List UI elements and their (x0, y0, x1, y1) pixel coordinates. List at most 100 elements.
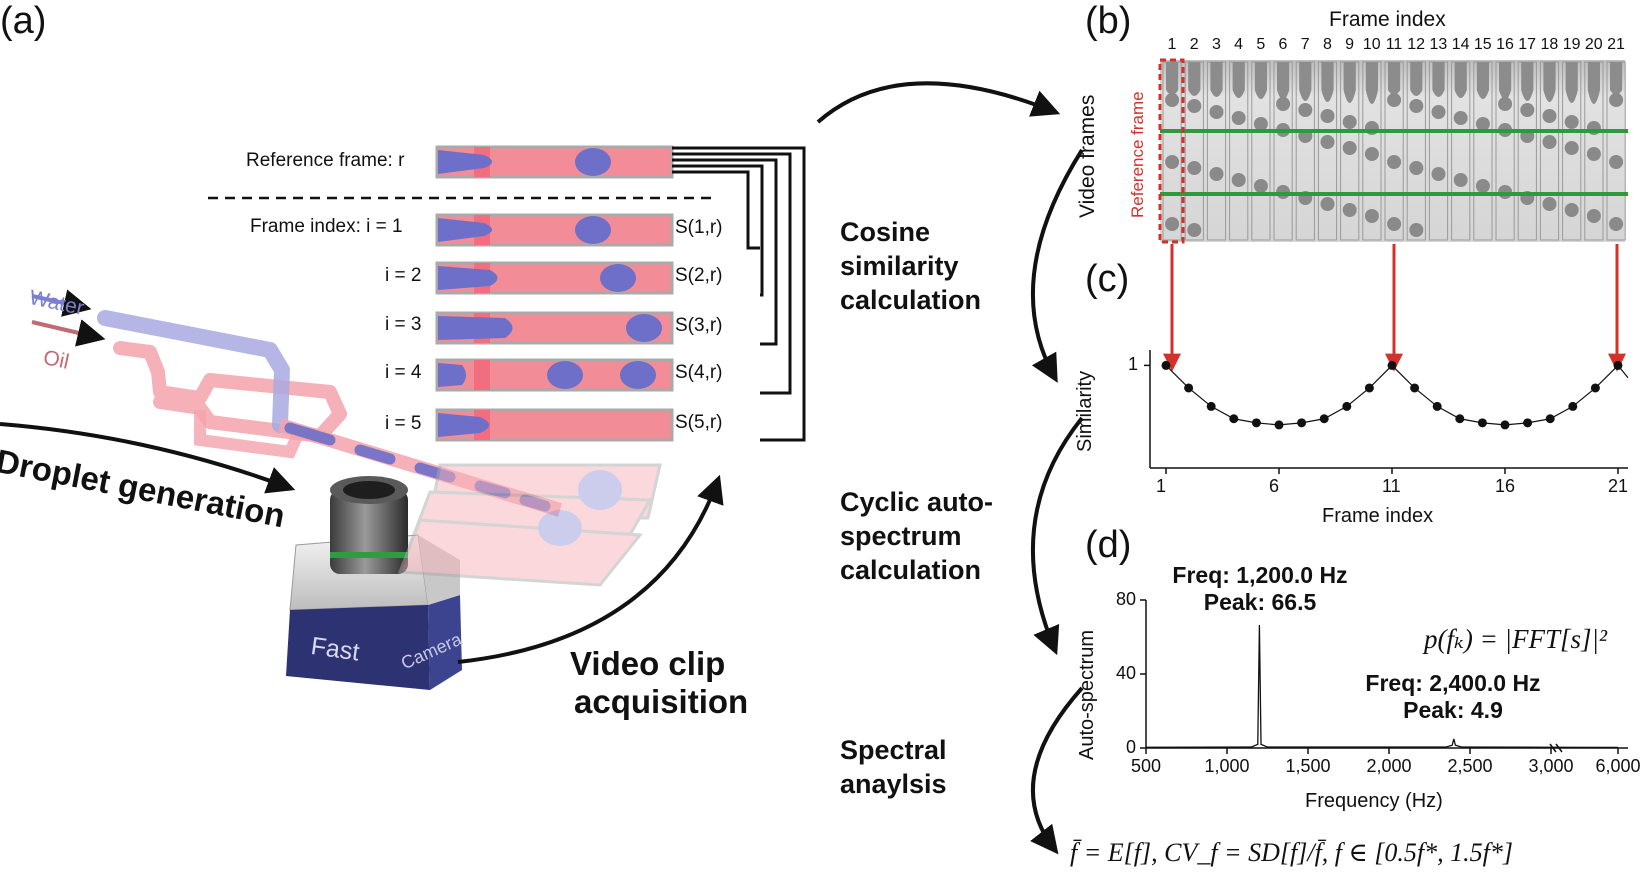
sim-x-tick-label: 6 (1269, 476, 1280, 496)
sim-point (1432, 401, 1442, 411)
similarity-label-4: S(4,r) (675, 362, 723, 383)
video-frame-column (1473, 61, 1493, 241)
similarity-label-3: S(3,r) (675, 315, 723, 336)
video-frame-column (1606, 61, 1626, 241)
panel-label-a: (a) (0, 0, 47, 42)
frame-number: 13 (1429, 36, 1448, 53)
video-frame-column (1384, 61, 1404, 241)
sim-point (1206, 401, 1216, 411)
video-frame-column (1451, 61, 1471, 241)
frame-number: 9 (1345, 36, 1355, 53)
frame-index-4-label: i = 4 (385, 362, 422, 383)
frame-strip-5 (435, 408, 674, 442)
similarity-label-5: S(5,r) (675, 412, 723, 433)
spec-x-tick-label: 2,500 (1447, 756, 1493, 776)
video-frame-column (1562, 61, 1582, 241)
sim-series-line (1165, 364, 1629, 426)
video-frame-column (1428, 61, 1449, 241)
cyclic-step-label: Cyclic auto- spectrum calculation (840, 485, 993, 587)
video-frame-column (1273, 61, 1293, 241)
spectral-line-2: anaylsis (840, 769, 947, 799)
sim-point (1613, 360, 1623, 370)
panel-label-d: (d) (1085, 524, 1132, 566)
video-frame-column (1162, 61, 1182, 241)
cosine-line-1: Cosine (840, 217, 931, 247)
spec-y-tick-label: 0 (1125, 737, 1136, 757)
frame-number: 19 (1562, 36, 1581, 53)
video-frame-column (1206, 61, 1227, 241)
reference-frame-box (1158, 58, 1185, 244)
sim-point (1523, 418, 1533, 428)
frame-strip-4 (435, 358, 674, 392)
axis-break-mark (1549, 743, 1563, 753)
frame-index-1-label: Frame index: i = 1 (250, 216, 403, 237)
video-frame-column (1251, 61, 1271, 241)
autospectrum-formula: p(fₖ) = |FFT[s]|² (1424, 624, 1608, 654)
frame-number: 10 (1362, 36, 1381, 53)
frame-strip-1 (435, 213, 674, 247)
spec-x-tick-label: 6,000 (1595, 756, 1641, 776)
oil-label: Oil (41, 346, 72, 374)
video-frame-column (1340, 61, 1360, 241)
sim-x-tick-label: 11 (1382, 476, 1401, 496)
frame-number: 3 (1211, 36, 1221, 53)
sim-xlabel: Frame index (1322, 505, 1434, 527)
video-frame-column (1584, 61, 1604, 241)
autospectrum-chart (1140, 599, 1628, 754)
sim-point (1545, 414, 1555, 424)
peak2-value: Peak: 4.9 (1403, 697, 1503, 723)
peak1-annotation: Freq: 1,200.0 Hz Peak: 66.5 (1160, 562, 1360, 616)
frame-strips (435, 145, 674, 442)
cosine-line-3: calculation (840, 285, 982, 315)
video-clip-label-2: acquisition (574, 683, 749, 720)
frame-strip-3 (435, 311, 674, 345)
sim-point (1500, 420, 1510, 430)
sim-x-tick-label: 16 (1495, 476, 1516, 496)
frame-number: 4 (1234, 36, 1244, 53)
video-frame-column (1495, 61, 1515, 241)
spec-series-line (1145, 624, 1619, 749)
video-frame-column (1184, 61, 1204, 241)
frame-number: 16 (1496, 36, 1514, 53)
sim-point (1342, 401, 1352, 411)
frame-number: 20 (1584, 36, 1603, 53)
spectral-line-1: Spectral (840, 735, 947, 765)
spec-x-tick-label: 3,000 (1528, 756, 1574, 776)
frame-number: 17 (1518, 36, 1537, 53)
spec-y-tick-label: 80 (1115, 589, 1136, 609)
reference-frame-strip (435, 145, 674, 179)
water-arrow (31, 289, 92, 317)
video-frame-column (1229, 61, 1249, 241)
sim-point (1229, 414, 1239, 424)
spec-x-tick-label: 1,500 (1285, 756, 1331, 776)
video-title: Frame index (1329, 8, 1446, 31)
sim-y-tick-label: 1 (1128, 354, 1139, 375)
video-frame-column (1317, 61, 1338, 241)
frame-number: 8 (1322, 36, 1332, 53)
video-frame-column (1295, 61, 1315, 241)
frame-number: 18 (1540, 36, 1559, 53)
peak1-freq: Freq: 1,200.0 Hz (1172, 562, 1348, 588)
similarity-chart (1144, 350, 1629, 474)
video-clip-arrow (457, 474, 724, 664)
reference-frame-label: Reference frame: r (246, 150, 405, 171)
sim-ylabel: Similarity (1074, 370, 1096, 452)
sim-point (1364, 383, 1374, 393)
frame-strip-2 (435, 261, 674, 295)
sim-point (1410, 383, 1420, 393)
cosine-step-label: Cosine similarity calculation (840, 215, 981, 317)
faded-frame-stack (397, 463, 662, 587)
similarity-connectors (672, 146, 806, 442)
peak1-value: Peak: 66.5 (1203, 589, 1317, 615)
similarity-label-2: S(2,r) (675, 265, 723, 286)
frame-index-2-label: i = 2 (385, 265, 422, 286)
sim-point (1319, 414, 1329, 424)
sim-point (1477, 418, 1487, 428)
frame-index-3-label: i = 3 (385, 314, 422, 335)
spec-x-tick-label: 2,000 (1366, 756, 1412, 776)
to-video-arrow (816, 81, 1061, 124)
peak2-annotation: Freq: 2,400.0 Hz Peak: 4.9 (1353, 670, 1553, 724)
cyclic-line-2: spectrum (840, 521, 962, 551)
